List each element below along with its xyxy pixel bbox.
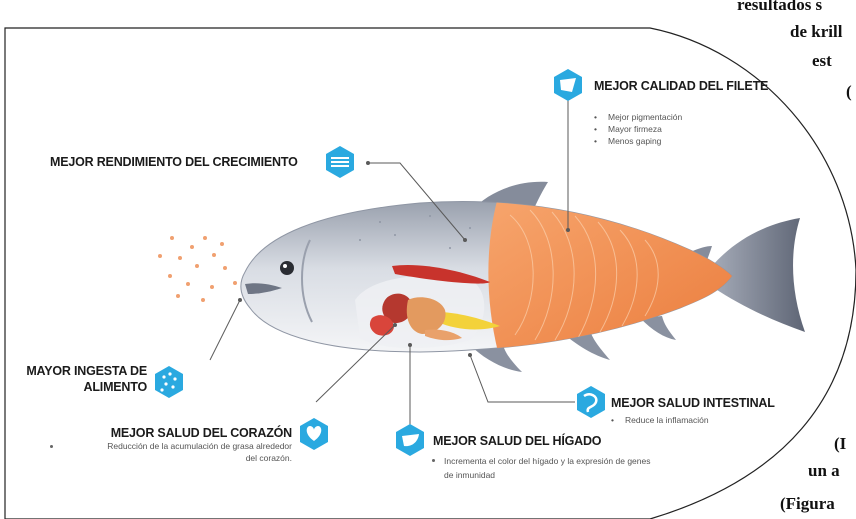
fish-mouth (245, 283, 282, 294)
liver-health-note-line-2: de inmunidad (444, 470, 496, 480)
list-item: Reduce la inflamación (611, 414, 709, 426)
intestinal-health-title: MEJOR SALUD INTESTINAL (611, 396, 775, 410)
intestinal-health-list: Reduce la inflamación (611, 414, 709, 426)
feed-pellets (158, 236, 237, 302)
heart-health-note: Reducción de la acumulación de grasa alr… (60, 440, 292, 464)
side-text-line-7: (Figura (780, 494, 835, 513)
side-text-line-6: un a (808, 461, 840, 480)
fillet-icon (554, 69, 582, 101)
liver-icon (396, 424, 424, 456)
fish-eye (280, 261, 294, 275)
side-text-line-5: (I (834, 434, 847, 453)
connector-lines (209, 100, 575, 425)
side-text-line-3: est (812, 51, 832, 70)
liver-health-note-line-1: Incrementa el color del hígado y la expr… (444, 456, 651, 466)
heart-health-note-line-1: Reducción de la acumulación de grasa alr… (107, 441, 292, 451)
heart-health-title: MEJOR SALUD DEL CORAZÓN (110, 426, 292, 440)
side-text-line-4: ( (846, 82, 852, 101)
liver-health-title: MEJOR SALUD DEL HÍGADO (433, 434, 602, 448)
list-item: Mejor pigmentación (594, 111, 682, 123)
list-item: Mayor firmeza (594, 123, 682, 135)
feed-intake-title: MAYOR INGESTA DE ALIMENTO (12, 363, 147, 395)
fillet-quality-title: MEJOR CALIDAD DEL FILETE (594, 79, 769, 93)
side-text-line-1: resultados s (737, 0, 823, 14)
heart-icon (300, 418, 328, 450)
intestine-icon (577, 386, 605, 418)
growth-performance-title: MEJOR RENDIMIENTO DEL CRECIMIENTO (50, 155, 298, 169)
feed-pellets-icon (155, 366, 183, 398)
internal-organs (369, 264, 500, 341)
fillet-quality-list: Mejor pigmentación Mayor firmeza Menos g… (594, 111, 682, 147)
growth-fish-icon (326, 146, 354, 178)
side-text-line-2: de krill (790, 22, 843, 41)
list-item: Menos gaping (594, 135, 682, 147)
tail-fin (712, 218, 805, 332)
liver-health-note: Incrementa el color del hígado y la expr… (444, 454, 651, 482)
feed-intake-title-line-1: MAYOR INGESTA DE (26, 364, 147, 378)
feed-intake-title-line-2: ALIMENTO (83, 380, 148, 394)
fillet-cut (488, 201, 732, 352)
heart-health-note-line-2: del corazón. (245, 453, 292, 463)
